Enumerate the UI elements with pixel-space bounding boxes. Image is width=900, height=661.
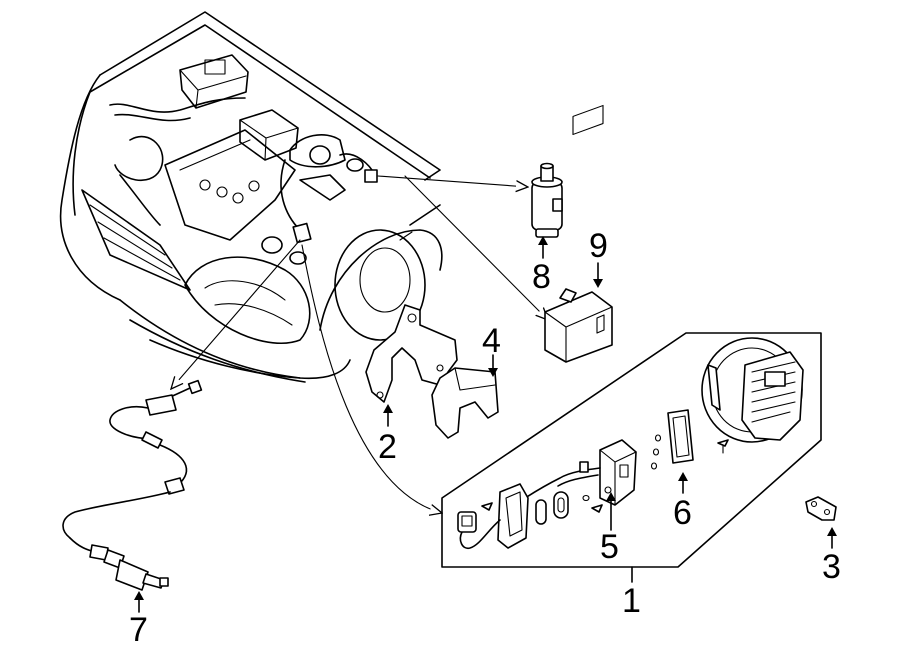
callout-2: 2 xyxy=(378,404,397,466)
callout-8: 8 xyxy=(532,236,551,296)
callout-7-label: 7 xyxy=(129,611,148,649)
callout-1-label: 1 xyxy=(622,582,641,620)
callout-8-label: 8 xyxy=(532,258,551,296)
callout-4-label: 4 xyxy=(482,322,501,360)
small-bracket xyxy=(805,496,837,521)
ignition-coil xyxy=(531,162,563,238)
callout-7: 7 xyxy=(129,591,148,649)
assembly-box xyxy=(441,332,822,568)
callout-9-label: 9 xyxy=(589,227,608,265)
mounting-bracket xyxy=(365,304,458,403)
support-bracket xyxy=(431,367,499,439)
sensor-cable-assembly xyxy=(62,379,203,591)
callout-1: 1 xyxy=(622,566,641,620)
callout-6-label: 6 xyxy=(673,494,692,532)
assembly-contents xyxy=(457,337,804,550)
callout-5: 5 xyxy=(600,492,619,566)
leader-lines xyxy=(171,175,548,513)
callout-3-label: 3 xyxy=(822,548,841,586)
control-module xyxy=(544,104,613,363)
callout-5-label: 5 xyxy=(600,528,619,566)
callout-4: 4 xyxy=(482,322,501,377)
callout-9: 9 xyxy=(589,227,608,288)
callout-6: 6 xyxy=(673,472,692,532)
vehicle-engine-bay-illustration xyxy=(59,11,443,383)
callout-2-label: 2 xyxy=(378,428,397,466)
callout-3: 3 xyxy=(822,527,841,586)
